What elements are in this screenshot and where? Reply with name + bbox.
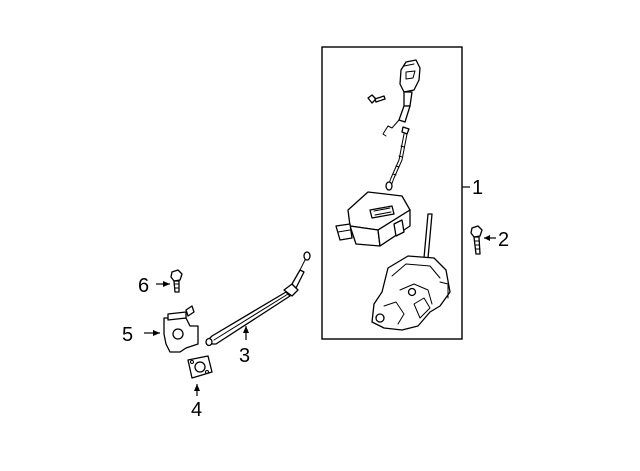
callout-6: 6 — [138, 275, 149, 297]
callout-5: 5 — [122, 324, 133, 346]
callout-2: 2 — [498, 229, 509, 251]
callout-1: 1 — [472, 177, 483, 199]
callout-3: 3 — [239, 345, 250, 367]
assembly-1-group — [321, 46, 470, 340]
callout-4: 4 — [191, 399, 202, 421]
assembly-box — [321, 46, 463, 340]
part-5-bracket — [144, 305, 199, 353]
part-3-cable — [205, 251, 311, 347]
shift-rod — [385, 126, 410, 191]
part-6-bolt — [156, 269, 183, 293]
part-4-plate — [187, 355, 213, 396]
part-2-bolt — [470, 225, 496, 255]
shift-knob — [382, 59, 421, 137]
indicator-housing — [335, 191, 411, 247]
shifter-base — [371, 213, 451, 331]
knob-screw — [367, 94, 386, 104]
